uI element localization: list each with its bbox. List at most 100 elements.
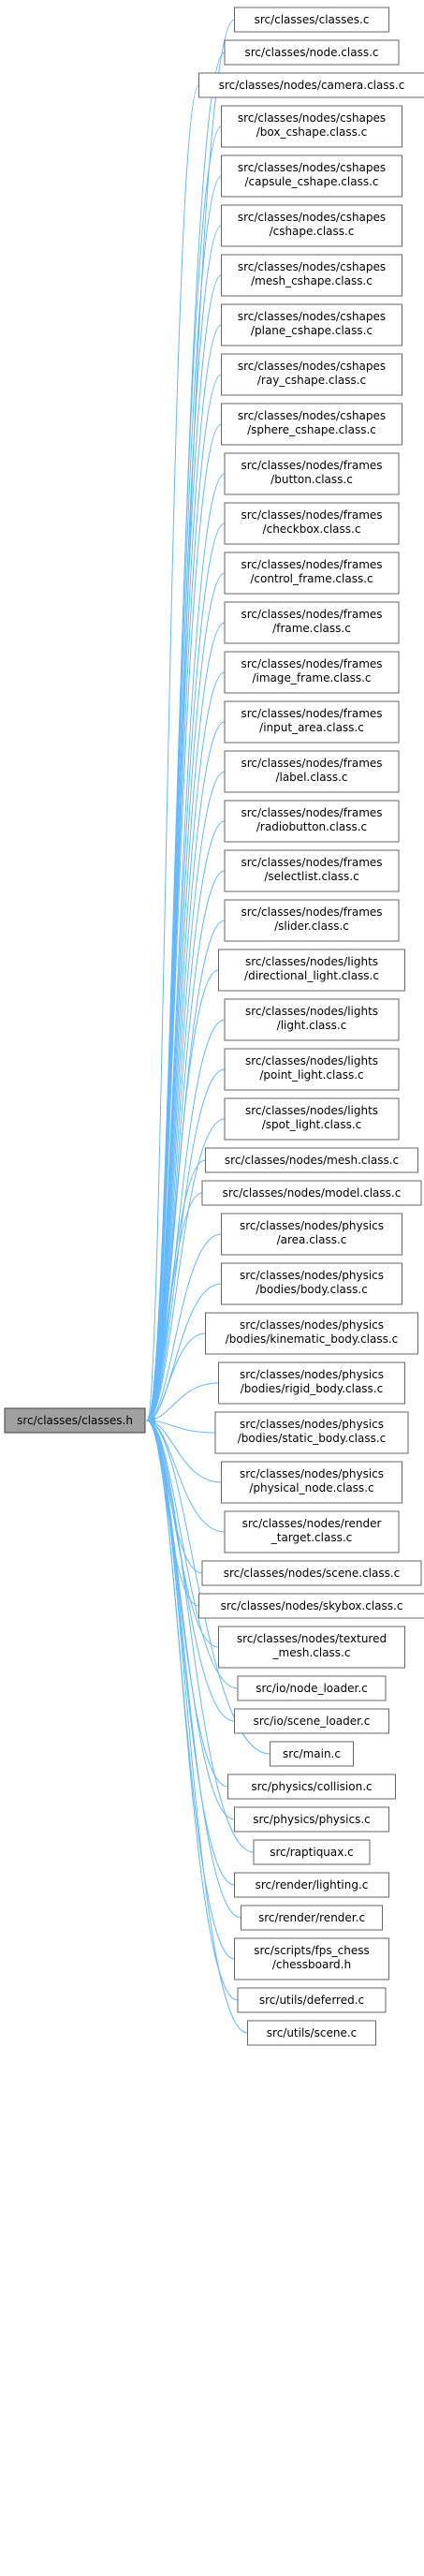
dependent-node-box[interactable] — [227, 1774, 396, 1800]
dependent-node-box[interactable] — [237, 1675, 387, 1701]
dependent-node[interactable]: src/classes/nodes/lights/point_light.cla… — [224, 1048, 400, 1091]
dependent-node[interactable]: src/classes/nodes/lights/spot_light.clas… — [224, 1097, 400, 1141]
dependent-node-box[interactable] — [224, 700, 400, 743]
dependent-node[interactable]: src/classes/nodes/mesh.class.c — [205, 1147, 418, 1173]
dependent-node-label: src/classes/nodes/physics — [240, 1418, 384, 1431]
dependent-node[interactable]: src/classes/nodes/render_target.class.c — [224, 1510, 400, 1553]
dependent-node-box[interactable] — [198, 72, 424, 98]
dependent-node-box[interactable] — [224, 651, 400, 694]
dependent-node-box[interactable] — [205, 1147, 418, 1173]
dependent-node-box[interactable] — [205, 1312, 418, 1355]
dependent-node[interactable]: src/classes/nodes/cshapes/box_cshape.cla… — [221, 105, 402, 148]
dependent-node[interactable]: src/scripts/fps_chess/chessboard.h — [234, 1937, 389, 1980]
dependent-node[interactable]: src/main.c — [270, 1741, 354, 1767]
dependent-node[interactable]: src/classes/nodes/cshapes/plane_cshape.c… — [221, 303, 402, 346]
dependent-node[interactable]: src/classes/nodes/camera.class.c — [198, 72, 424, 98]
dependent-node-box[interactable] — [224, 1048, 400, 1091]
dependent-node-box[interactable] — [234, 1872, 389, 1898]
dependent-node-box[interactable] — [224, 899, 400, 942]
dependent-node-box[interactable] — [218, 1362, 405, 1405]
dependent-node-box[interactable] — [224, 1097, 400, 1141]
dependent-node[interactable]: src/classes/nodes/physics/bodies/kinemat… — [205, 1312, 418, 1355]
dependent-node[interactable]: src/classes/nodes/textured_mesh.class.c — [218, 1626, 405, 1669]
dependent-node[interactable]: src/classes/nodes/frames/control_frame.c… — [224, 552, 400, 595]
dependent-node[interactable]: src/classes/nodes/scene.class.c — [201, 1560, 422, 1586]
dependent-node-box[interactable] — [218, 949, 405, 992]
dependent-node[interactable]: src/classes/nodes/physics/physical_node.… — [221, 1461, 402, 1504]
dependent-node-box[interactable] — [221, 1262, 402, 1305]
dependent-node-box[interactable] — [218, 1626, 405, 1669]
dependent-node-box[interactable] — [224, 849, 400, 892]
dependent-node[interactable]: src/physics/collision.c — [227, 1774, 396, 1800]
dependent-node-box[interactable] — [224, 552, 400, 595]
dependent-node[interactable]: src/classes/nodes/frames/image_frame.cla… — [224, 651, 400, 694]
dependent-node-label: src/classes/nodes/physics — [240, 1219, 384, 1232]
dependent-node-box[interactable] — [221, 1461, 402, 1504]
dependent-node[interactable]: src/physics/physics.c — [234, 1806, 389, 1833]
dependent-node[interactable]: src/classes/nodes/frames/label.class.c — [224, 750, 400, 793]
dependent-node[interactable]: src/classes/nodes/lights/directional_lig… — [218, 949, 405, 992]
dependent-node[interactable]: src/classes/nodes/cshapes/capsule_cshape… — [221, 155, 402, 198]
dependent-node-label: src/classes/nodes/frames — [241, 806, 382, 819]
dependent-node-box[interactable] — [224, 601, 400, 644]
dependent-node-box[interactable] — [224, 39, 400, 66]
dependent-node-box[interactable] — [253, 1839, 371, 1865]
dependent-node[interactable]: src/classes/nodes/frames/button.class.c — [224, 452, 400, 495]
dependent-node-box[interactable] — [201, 1180, 422, 1206]
dependent-node-box[interactable] — [224, 998, 400, 1041]
dependent-node[interactable]: src/classes/nodes/skybox.class.c — [198, 1593, 424, 1619]
dependent-node[interactable]: src/classes/nodes/frames/checkbox.class.… — [224, 502, 400, 545]
source-node-box[interactable] — [4, 1407, 146, 1434]
dependent-node[interactable]: src/io/scene_loader.c — [234, 1708, 389, 1734]
dependent-node-box[interactable] — [224, 750, 400, 793]
dependent-node[interactable]: src/classes/nodes/cshapes/ray_cshape.cla… — [221, 353, 402, 396]
dependent-node[interactable]: src/classes/nodes/physics/bodies/body.cl… — [221, 1262, 402, 1305]
dependent-node[interactable]: src/render/lighting.c — [234, 1872, 389, 1898]
source-node[interactable]: src/classes/classes.h — [4, 1407, 146, 1434]
dependent-node[interactable]: src/raptiquax.c — [253, 1839, 371, 1865]
dependent-node-box[interactable] — [224, 452, 400, 495]
dependent-node-box[interactable] — [221, 403, 402, 446]
dependent-node-box[interactable] — [221, 155, 402, 198]
dependent-node[interactable]: src/classes/nodes/cshapes/mesh_cshape.cl… — [221, 254, 402, 297]
dependent-node[interactable]: src/classes/nodes/frames/selectlist.clas… — [224, 849, 400, 892]
dependent-node-box[interactable] — [198, 1593, 424, 1619]
dependent-node[interactable]: src/classes/nodes/physics/bodies/static_… — [214, 1411, 409, 1454]
dependent-node[interactable]: src/classes/nodes/cshapes/sphere_cshape.… — [221, 403, 402, 446]
dependent-node-box[interactable] — [224, 1510, 400, 1553]
dependent-node[interactable]: src/classes/nodes/frames/frame.class.c — [224, 601, 400, 644]
dependent-node[interactable]: src/utils/deferred.c — [237, 1987, 387, 2013]
dependent-node[interactable]: src/classes/nodes/frames/radiobutton.cla… — [224, 800, 400, 843]
dependent-node-box[interactable] — [221, 1213, 402, 1256]
dependent-node-box[interactable] — [214, 1411, 409, 1454]
dependent-node-box[interactable] — [234, 1937, 389, 1980]
dependent-node-box[interactable] — [224, 800, 400, 843]
dependent-node[interactable]: src/classes/nodes/frames/input_area.clas… — [224, 700, 400, 743]
dependent-node-box[interactable] — [234, 1806, 389, 1833]
dependent-node[interactable]: src/classes/nodes/physics/bodies/rigid_b… — [218, 1362, 405, 1405]
dependent-node-box[interactable] — [221, 204, 402, 247]
dependent-node-box[interactable] — [221, 105, 402, 148]
dependent-node[interactable]: src/classes/nodes/model.class.c — [201, 1180, 422, 1206]
dependent-node[interactable]: src/classes/node.class.c — [224, 39, 400, 66]
dependent-node-box[interactable] — [201, 1560, 422, 1586]
dependent-node-box[interactable] — [247, 2020, 376, 2046]
dependent-node-box[interactable] — [270, 1741, 354, 1767]
dependent-node[interactable]: src/classes/nodes/lights/light.class.c — [224, 998, 400, 1041]
dependent-node[interactable]: src/render/render.c — [241, 1905, 383, 1931]
dependent-node[interactable]: src/utils/scene.c — [247, 2020, 376, 2046]
dependent-node[interactable]: src/classes/nodes/physics/area.class.c — [221, 1213, 402, 1256]
dependent-node[interactable]: src/io/node_loader.c — [237, 1675, 387, 1701]
dependent-node[interactable]: src/classes/nodes/cshapes/cshape.class.c — [221, 204, 402, 247]
dependent-node-box[interactable] — [221, 353, 402, 396]
dependent-node-box[interactable] — [241, 1905, 383, 1931]
dependent-node[interactable]: src/classes/nodes/frames/slider.class.c — [224, 899, 400, 942]
dependent-node-box[interactable] — [234, 7, 389, 33]
dependent-node-box[interactable] — [221, 254, 402, 297]
dependent-node-box[interactable] — [237, 1987, 387, 2013]
dependent-node-box[interactable] — [224, 502, 400, 545]
dependent-node-box[interactable] — [221, 303, 402, 346]
dependent-node-box[interactable] — [234, 1708, 389, 1734]
dependent-node[interactable]: src/classes/classes.c — [234, 7, 389, 33]
dependent-node-label: /physical_node.class.c — [249, 1481, 373, 1494]
